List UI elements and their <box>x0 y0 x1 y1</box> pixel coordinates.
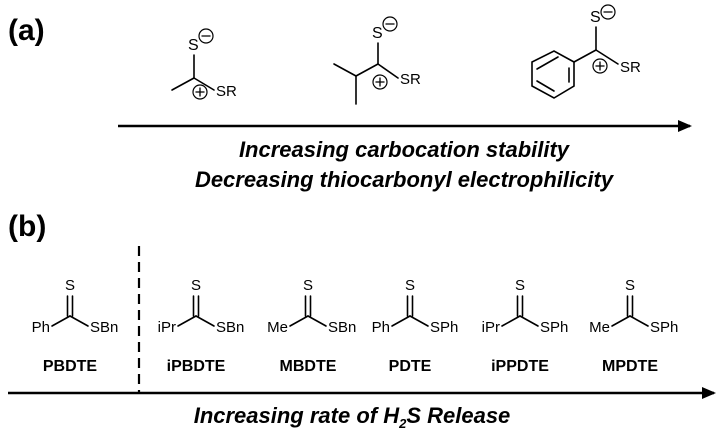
left-bond <box>501 315 521 327</box>
positive-charge-icon <box>192 84 208 100</box>
right-substituent-label: SBn <box>216 319 244 336</box>
positive-charge-icon <box>372 74 388 90</box>
benzene-ring-icon <box>531 50 575 99</box>
caption-carbocation-stability: Increasing carbocation stability <box>239 137 571 162</box>
right-bond <box>69 315 89 327</box>
right-bond <box>519 315 539 327</box>
negative-charge-icon <box>600 4 616 20</box>
negative-charge-icon <box>382 16 398 32</box>
left-substituent-label: Ph <box>32 319 50 336</box>
left-bond <box>289 315 309 327</box>
carbocation-structure-methyl: S SR <box>171 28 237 100</box>
thione-sulfur-label: S <box>515 277 525 294</box>
panel-b-label: (b) <box>8 210 46 243</box>
left-substituent-label: Me <box>589 319 610 336</box>
compound-name-label: MPDTE <box>602 358 658 375</box>
left-substituent-label: Me <box>267 319 288 336</box>
sulfur-atom-label: S <box>372 25 383 42</box>
negative-charge-icon <box>198 28 214 44</box>
left-substituent-label: Ph <box>372 319 390 336</box>
right-bond <box>307 315 327 327</box>
sulfur-atom-label: S <box>590 9 601 26</box>
panel-a-label: (a) <box>8 14 45 47</box>
right-substituent-label: SBn <box>90 319 118 336</box>
left-bond <box>51 315 71 327</box>
thioether-group-label: SR <box>620 59 641 76</box>
compound-name-label: MBDTE <box>280 358 337 375</box>
right-substituent-label: SBn <box>328 319 356 336</box>
thione-sulfur-label: S <box>303 277 313 294</box>
left-bond <box>177 315 197 327</box>
right-substituent-label: SPh <box>430 319 458 336</box>
thione-sulfur-label: S <box>625 277 635 294</box>
caption-suffix: S Release <box>406 403 510 428</box>
compound-name-label: PBDTE <box>43 358 98 375</box>
compound-name-label: PDTE <box>389 358 432 375</box>
right-substituent-label: SPh <box>650 319 678 336</box>
left-substituent-label: iPr <box>158 319 176 336</box>
left-bond <box>391 315 411 327</box>
caption-h2s-release: Increasing rate of H2S Release <box>194 403 511 431</box>
right-substituent-label: SPh <box>540 319 568 336</box>
carbocation-structure-phenyl: S SR <box>531 4 641 99</box>
caption-prefix: Increasing rate of H <box>194 403 401 428</box>
left-bond <box>611 315 631 327</box>
carbocation-structure-isopropyl: S SR <box>333 16 421 105</box>
thione-sulfur-label: S <box>405 277 415 294</box>
thione-sulfur-label: S <box>191 277 201 294</box>
sulfur-atom-label: S <box>188 37 199 54</box>
thioether-group-label: SR <box>216 83 237 100</box>
compound-name-label: iPBDTE <box>167 358 226 375</box>
compound-name-label: iPPDTE <box>491 358 549 375</box>
right-bond <box>409 315 429 327</box>
caption-thiocarbonyl-electrophilicity: Decreasing thiocarbonyl electrophilicity <box>195 167 615 192</box>
left-substituent-label: iPr <box>482 319 500 336</box>
thioether-group-label: SR <box>400 71 421 88</box>
thione-sulfur-label: S <box>65 277 75 294</box>
positive-charge-icon <box>592 58 608 74</box>
caption-subscript: 2 <box>398 416 407 431</box>
right-bond <box>195 315 215 327</box>
right-bond <box>629 315 649 327</box>
